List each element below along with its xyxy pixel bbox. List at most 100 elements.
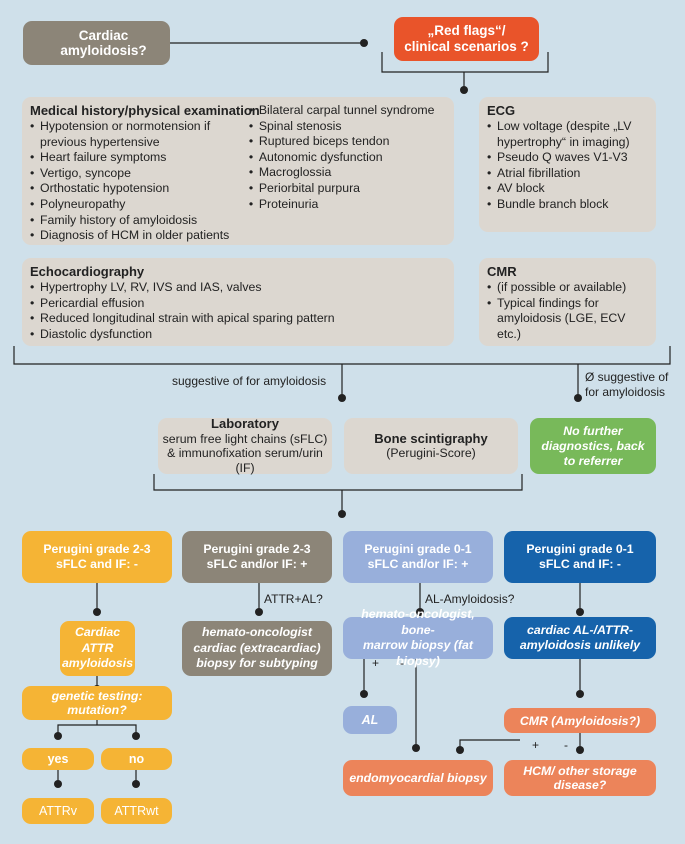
no-further-line1: No further (563, 423, 623, 438)
attrv-box: ATTRv (22, 798, 94, 824)
attrwt-box: ATTRwt (101, 798, 172, 824)
grade-box-2: Perugini grade 2-3 sFLC and/or IF: + (182, 531, 332, 583)
cardiac-attr-line3: amyloidosis (61, 656, 134, 671)
cmr-list: (if possible or available) Typical findi… (487, 280, 648, 342)
grade-box-3: Perugini grade 0-1 sFLC and/or IF: + (343, 531, 493, 583)
laboratory-title: Laboratory (211, 416, 279, 431)
minus-label-cmr: - (564, 738, 568, 752)
no-box: no (101, 748, 172, 770)
history-item: Ruptured biceps tendon (249, 134, 446, 150)
start-label: Cardiac amyloidosis? (60, 28, 147, 58)
cardiac-attr-line1: Cardiac (74, 625, 121, 640)
hemato-bone-marrow-box: hemato-oncologist, bone- marrow biopsy (… (343, 607, 493, 668)
not-suggestive-line1: Ø suggestive of (585, 370, 669, 384)
hcm-label: HCM/ other storage disease? (523, 764, 637, 792)
yes-box: yes (22, 748, 94, 770)
al-box: AL (343, 706, 397, 734)
attr-al-label: ATTR+AL? (264, 592, 323, 606)
history-item: Diagnosis of HCM in older patients (30, 228, 249, 244)
hemato-sub-line2: cardiac (extracardiac) (193, 640, 321, 655)
no-further-line2: diagnostics, back (541, 438, 645, 453)
ecg-title: ECG (487, 103, 516, 118)
grade-2-line2: sFLC and/or IF: + (206, 557, 308, 571)
grade-3-line1: Perugini grade 0-1 (364, 542, 472, 556)
history-item: Macroglossia (249, 165, 446, 181)
cardiac-unlikely-box: cardiac AL-/ATTR- amyloidosis unlikely (504, 617, 656, 659)
genetic-line2: mutation? (67, 703, 127, 717)
grade-4-line2: sFLC and IF: - (539, 557, 621, 571)
genetic-line1: genetic testing: (51, 689, 143, 703)
history-item: Family history of amyloidosis (30, 213, 249, 229)
cardiac-unlikely-line2: amyloidosis unlikely (519, 638, 641, 652)
grade-box-1: Perugini grade 2-3 sFLC and IF: - (22, 531, 172, 583)
cmr-box: CMR (if possible or available) Typical f… (479, 258, 656, 346)
attrv-label: ATTRv (39, 804, 77, 818)
plus-label-al: + (372, 656, 380, 670)
grade-3-line2: sFLC and/or IF: + (367, 557, 469, 571)
bone-scintigraphy-box: Bone scintigraphy (Perugini-Score) (344, 418, 518, 474)
minus-label-al: - (400, 656, 404, 670)
hemato-bone-line2: marrow biopsy (fat biopsy) (362, 638, 473, 668)
grade-2-line1: Perugini grade 2-3 (203, 542, 311, 556)
echo-item: Diastolic dysfunction (30, 327, 446, 343)
history-item: Bilateral carpal tunnel syndrome (249, 103, 446, 119)
echo-title: Echocardiography (30, 264, 145, 279)
ecg-box: ECG Low voltage (despite „LV hypertrophy… (479, 97, 656, 232)
red-flags-box: „Red flags“/ clinical scenarios ? (394, 17, 539, 61)
grade-1-line1: Perugini grade 2-3 (43, 542, 151, 556)
laboratory-box: Laboratory serum free light chains (sFLC… (158, 416, 332, 475)
al-amyloidosis-label: AL-Amyloidosis? (425, 592, 515, 606)
hcm-box: HCM/ other storage disease? (504, 760, 656, 796)
ecg-item: Atrial fibrillation (487, 166, 648, 182)
medical-history-title: Medical history/physical examination (30, 103, 260, 118)
ecg-list: Low voltage (despite „LV hypertrophy“ in… (487, 119, 648, 213)
endomyocardial-label: endomyocardial biopsy (349, 771, 487, 785)
history-list-1: Hypotension or normotension if previous … (30, 119, 249, 244)
plus-label-cmr: + (532, 738, 540, 752)
red-flags-line1: „Red flags“/ (427, 23, 506, 38)
ecg-item: Pseudo Q waves V1-V3 (487, 150, 648, 166)
cardiac-attr-line2: ATTR (81, 640, 114, 655)
history-item: Spinal stenosis (249, 119, 446, 135)
al-label: AL (361, 713, 379, 727)
suggestive-label: suggestive of for amyloidosis (172, 374, 327, 388)
laboratory-line2: & immunofixation serum/urin (IF) (167, 446, 323, 475)
yes-label: yes (47, 752, 69, 766)
start-box: Cardiac amyloidosis? (23, 21, 170, 65)
no-further-box: No further diagnostics, back to referrer (530, 418, 656, 474)
history-item: Periorbital purpura (249, 181, 446, 197)
hemato-sub-line3: biopsy for subtyping (196, 656, 318, 671)
history-item: Vertigo, syncope (30, 166, 249, 182)
ecg-item: Bundle branch block (487, 197, 648, 213)
cmr-item: Typical findings for amyloidosis (LGE, E… (487, 296, 648, 343)
history-item: Polyneuropathy (30, 197, 249, 213)
no-label: no (128, 752, 145, 766)
ecg-item: Low voltage (despite „LV hypertrophy“ in… (487, 119, 648, 150)
history-item: Heart failure symptoms (30, 150, 249, 166)
hemato-subtyping-box: hemato-oncologist cardiac (extracardiac)… (182, 621, 332, 676)
cmr-amyloidosis-label: CMR (Amyloidosis?) (519, 713, 641, 728)
not-suggestive-label: Ø suggestive of for amyloidosis (585, 370, 668, 400)
echo-box: Echocardiography Hypertrophy LV, RV, IVS… (22, 258, 454, 346)
cmr-title: CMR (487, 264, 517, 279)
bone-title: Bone scintigraphy (374, 431, 488, 446)
hemato-bone-line1: hemato-oncologist, bone- (361, 607, 475, 637)
cmr-amyloidosis-box: CMR (Amyloidosis?) (504, 708, 656, 733)
echo-list: Hypertrophy LV, RV, IVS and IAS, valves … (30, 280, 446, 342)
grade-box-4: Perugini grade 0-1 sFLC and IF: - (504, 531, 656, 583)
hemato-sub-line1: hemato-oncologist (202, 625, 312, 640)
ecg-item: AV block (487, 181, 648, 197)
no-further-line3: to referrer (563, 453, 623, 468)
endomyocardial-biopsy-box: endomyocardial biopsy (343, 760, 493, 796)
history-item: Autonomic dysfunction (249, 150, 446, 166)
attrwt-label: ATTRwt (114, 804, 159, 818)
laboratory-line1: serum free light chains (sFLC) (162, 431, 328, 446)
medical-history-box: Medical history/physical examination Hyp… (22, 97, 454, 245)
history-item: Hypotension or normotension if previous … (30, 119, 249, 150)
echo-item: Hypertrophy LV, RV, IVS and IAS, valves (30, 280, 446, 296)
echo-item: Pericardial effusion (30, 296, 446, 312)
cardiac-unlikely-line1: cardiac AL-/ATTR- (527, 622, 633, 637)
genetic-testing-box: genetic testing: mutation? (22, 686, 172, 720)
grade-1-line2: sFLC and IF: - (56, 557, 138, 571)
history-list-2: Bilateral carpal tunnel syndrome Spinal … (249, 103, 446, 244)
